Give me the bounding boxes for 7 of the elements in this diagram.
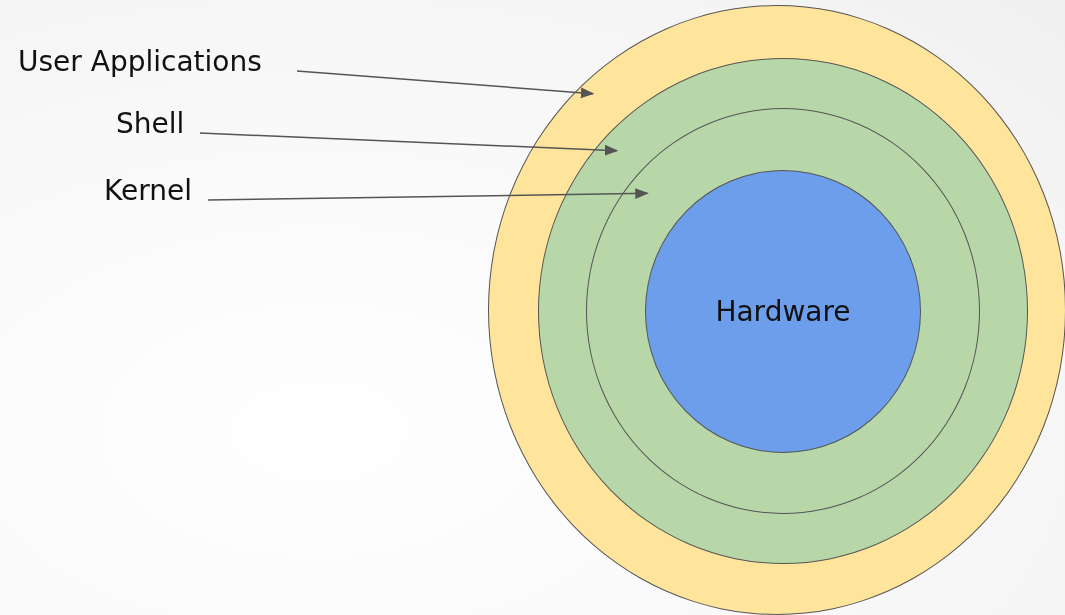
hardware-circle: Hardware <box>645 170 921 453</box>
layer-label: User Applications <box>18 48 293 82</box>
leader-line <box>207 188 649 201</box>
layer-label: Shell <box>116 110 196 144</box>
layer-label: Kernel <box>104 177 204 211</box>
leader-line <box>296 70 595 99</box>
leader-line <box>199 132 619 156</box>
